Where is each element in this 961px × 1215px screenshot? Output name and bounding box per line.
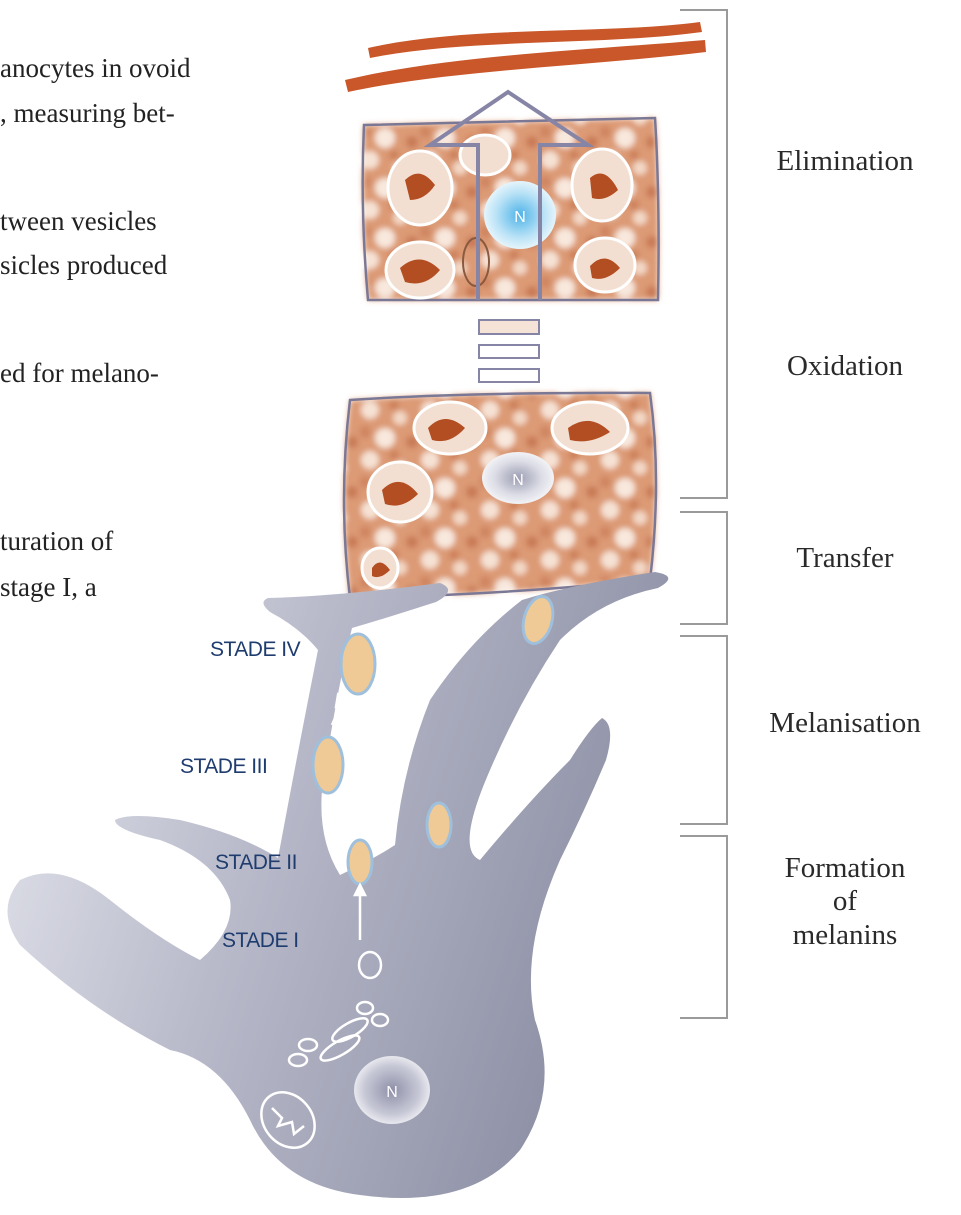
keratinocyte-upper <box>363 118 659 300</box>
keratinocyte-lower <box>344 393 656 598</box>
phase-label-elimination: Elimination <box>740 145 950 178</box>
stage-label-iii: STADE III <box>180 755 267 779</box>
phase-label-transfer: Transfer <box>740 542 950 575</box>
melanosome-stage-iv <box>341 634 375 694</box>
stage-label-ii: STADE II <box>215 851 297 875</box>
phase-label-formation-of-melanins: Formation of melanins <box>740 852 950 952</box>
stage-label-i: STADE I <box>222 929 299 953</box>
phase-label-oxidation: Oxidation <box>740 350 950 383</box>
nucleus-label-upper: N <box>514 209 526 226</box>
phase-label-melanisation: Melanisation <box>740 707 950 740</box>
nucleus-label-melanocyte: N <box>386 1084 398 1101</box>
melanosome-stage-ii <box>348 840 372 884</box>
melanocyte <box>8 572 669 1198</box>
stage-label-iv: STADE IV <box>210 638 300 662</box>
phase-brackets <box>680 10 727 1018</box>
nucleus-label-lower: N <box>512 472 524 489</box>
melanosome-stage-iii <box>313 737 343 793</box>
